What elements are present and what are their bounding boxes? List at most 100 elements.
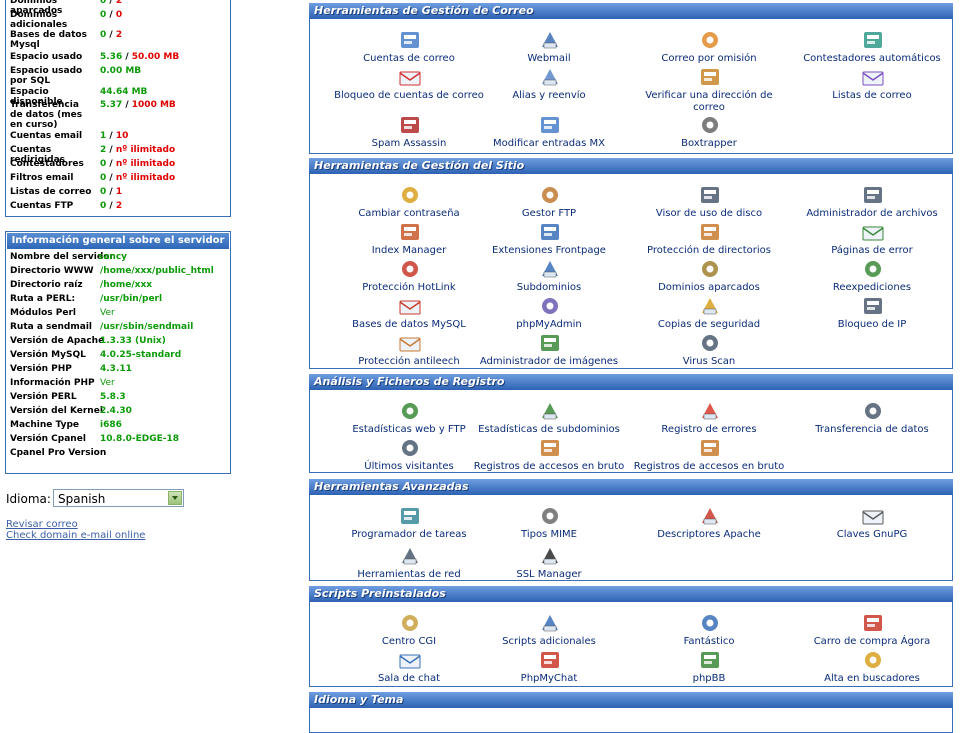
mysql-icon[interactable] xyxy=(398,295,422,317)
tool-label[interactable]: Modificar entradas MX xyxy=(492,138,606,149)
chevron-down-icon[interactable] xyxy=(168,491,182,505)
tool-label[interactable]: PhpMyChat xyxy=(520,673,578,684)
index-manager-icon[interactable] xyxy=(398,221,422,243)
default-mail-icon[interactable] xyxy=(698,29,722,51)
tool-label[interactable]: Programador de tareas xyxy=(351,529,467,540)
error-log-icon[interactable] xyxy=(698,400,722,422)
file-manager-icon[interactable] xyxy=(861,184,885,206)
raw-access-icon[interactable] xyxy=(538,437,562,459)
tool-label[interactable]: Protección HotLink xyxy=(362,282,456,293)
chat-icon[interactable] xyxy=(398,649,422,671)
tool-label[interactable]: Protección de directorios xyxy=(647,245,771,256)
cron-icon[interactable] xyxy=(398,505,422,527)
virus-scan-icon[interactable] xyxy=(698,332,722,354)
tool-label[interactable]: Dominios aparcados xyxy=(658,282,760,293)
tool-label[interactable]: Gestor FTP xyxy=(521,208,577,219)
tool-label[interactable]: Registro de errores xyxy=(661,424,757,435)
tool-label[interactable]: Scripts adicionales xyxy=(502,636,596,647)
ssl-icon[interactable] xyxy=(538,545,562,567)
network-tools-icon[interactable] xyxy=(398,545,422,567)
fantastico-icon[interactable] xyxy=(698,612,722,634)
tool-label[interactable]: Cambiar contraseña xyxy=(358,208,460,219)
server-info-value[interactable]: Ver xyxy=(100,308,115,318)
language-select[interactable]: Spanish xyxy=(53,489,184,507)
tool-label[interactable]: Copias de seguridad xyxy=(657,319,761,330)
directory-protect-icon[interactable] xyxy=(698,221,722,243)
disk-usage-icon[interactable] xyxy=(698,184,722,206)
tool-label[interactable]: Bloqueo de cuentas de correo xyxy=(334,90,484,101)
tool-label[interactable]: Tipos MIME xyxy=(521,529,577,540)
ftp-manager-icon[interactable] xyxy=(538,184,562,206)
tool-label[interactable]: SSL Manager xyxy=(516,569,582,580)
shopping-cart-icon[interactable] xyxy=(861,612,885,634)
tool-label[interactable]: Reexpediciones xyxy=(832,282,912,293)
bandwidth-icon[interactable] xyxy=(861,400,885,422)
autoresponder-icon[interactable] xyxy=(861,29,885,51)
tool-label[interactable]: Centro CGI xyxy=(381,636,437,647)
tool-label[interactable]: Protección antileech xyxy=(358,356,460,367)
mail-accounts-icon[interactable] xyxy=(398,29,422,51)
tool-label[interactable]: Index Manager xyxy=(371,245,447,256)
phpmyadmin-icon[interactable] xyxy=(538,295,562,317)
boxtrapper-icon[interactable] xyxy=(698,114,722,136)
check-domain-email-link[interactable]: Check domain e-mail online xyxy=(6,530,146,541)
tool-label[interactable]: Listas de correo xyxy=(832,90,912,101)
verify-email-icon[interactable] xyxy=(698,66,722,88)
check-mail-link[interactable]: Revisar correo xyxy=(6,519,78,530)
mx-entry-icon[interactable] xyxy=(538,114,562,136)
mailing-lists-icon[interactable] xyxy=(861,66,885,88)
hotlink-icon[interactable] xyxy=(398,258,422,280)
tool-label[interactable]: Claves GnuPG xyxy=(836,529,908,540)
tool-label[interactable]: Webmail xyxy=(527,53,571,64)
scripts-icon[interactable] xyxy=(538,612,562,634)
tool-label[interactable]: phpMyAdmin xyxy=(516,319,582,330)
server-info-value[interactable]: Ver xyxy=(100,378,115,388)
tool-label[interactable]: Spam Assassin xyxy=(371,138,447,149)
antileech-icon[interactable] xyxy=(398,332,422,354)
tool-label[interactable]: Virus Scan xyxy=(682,356,736,367)
subdomains-icon[interactable] xyxy=(538,258,562,280)
tool-label[interactable]: Últimos visitantes xyxy=(364,461,454,472)
tool-label[interactable]: phpBB xyxy=(692,673,726,684)
raw-log-icon[interactable] xyxy=(698,437,722,459)
backup-icon[interactable] xyxy=(698,295,722,317)
tool-label[interactable]: Registros de accesos en bruto xyxy=(633,461,785,472)
phpbb-icon[interactable] xyxy=(698,649,722,671)
tool-label[interactable]: Boxtrapper xyxy=(681,138,737,149)
mime-icon[interactable] xyxy=(538,505,562,527)
gnupg-icon[interactable] xyxy=(861,505,885,527)
tool-label[interactable]: Páginas de error xyxy=(831,245,913,256)
tool-label[interactable]: Administrador de imágenes xyxy=(479,356,619,367)
frontpage-icon[interactable] xyxy=(538,221,562,243)
tool-label[interactable]: Estadísticas web y FTP xyxy=(352,424,466,435)
tool-label[interactable]: Cuentas de correo xyxy=(363,53,455,64)
spam-assassin-icon[interactable] xyxy=(398,114,422,136)
mail-block-icon[interactable] xyxy=(398,66,422,88)
redirects-icon[interactable] xyxy=(861,258,885,280)
tool-label[interactable]: Visor de uso de disco xyxy=(655,208,763,219)
tool-label[interactable]: Estadísticas de subdominios xyxy=(478,424,620,435)
web-stats-icon[interactable] xyxy=(398,400,422,422)
tool-label[interactable]: Descriptores Apache xyxy=(657,529,761,540)
forwarding-icon[interactable] xyxy=(538,66,562,88)
visitors-icon[interactable] xyxy=(398,437,422,459)
password-icon[interactable] xyxy=(398,184,422,206)
parked-domains-icon[interactable] xyxy=(698,258,722,280)
error-pages-icon[interactable] xyxy=(861,221,885,243)
tool-label[interactable]: Subdominios xyxy=(516,282,582,293)
image-manager-icon[interactable] xyxy=(538,332,562,354)
search-engine-icon[interactable] xyxy=(861,649,885,671)
tool-label[interactable]: Fantástico xyxy=(683,636,735,647)
phpmychat-icon[interactable] xyxy=(538,649,562,671)
apache-icon[interactable] xyxy=(698,505,722,527)
tool-label[interactable]: Sala de chat xyxy=(377,673,441,684)
tool-label[interactable]: Transferencia de datos xyxy=(815,424,929,435)
tool-label[interactable]: Carro de compra Ágora xyxy=(813,636,931,647)
tool-label[interactable]: Correo por omisión xyxy=(661,53,757,64)
tool-label[interactable]: Registros de accesos en bruto xyxy=(473,461,625,472)
ip-block-icon[interactable] xyxy=(861,295,885,317)
tool-label[interactable]: Bloqueo de IP xyxy=(837,319,907,330)
cgi-center-icon[interactable] xyxy=(398,612,422,634)
tool-label[interactable]: Contestadores automáticos xyxy=(803,53,941,64)
tool-label[interactable]: Herramientas de red xyxy=(357,569,461,580)
